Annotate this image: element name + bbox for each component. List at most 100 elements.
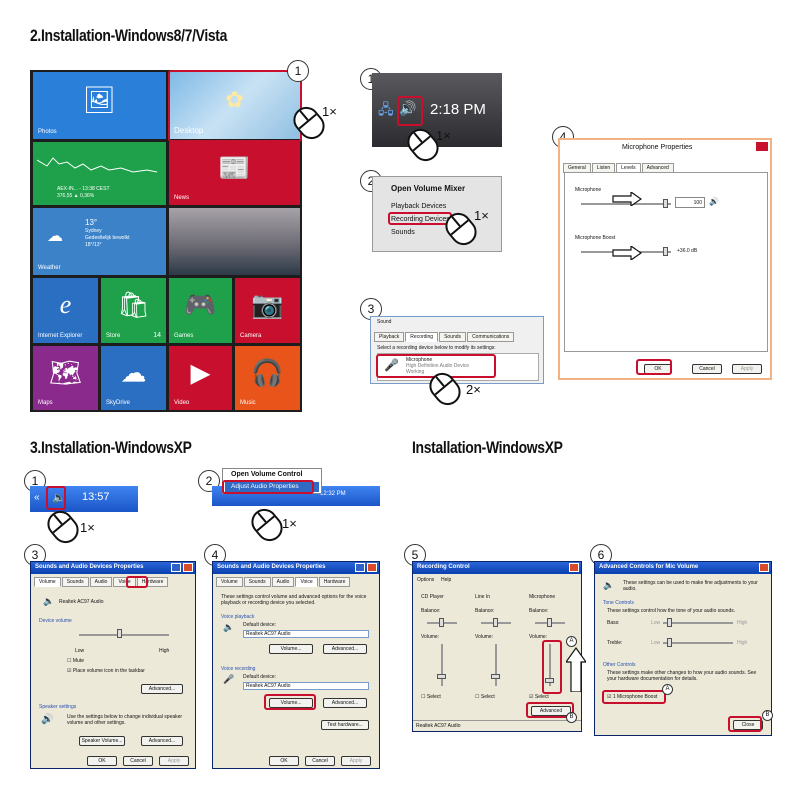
speaker-volume-button[interactable]: Speaker Volume... (79, 736, 125, 746)
tile-photos[interactable]: 🖼Photos (33, 72, 166, 139)
balance-slider[interactable] (547, 618, 552, 627)
tab-voice[interactable]: Voice (113, 577, 136, 587)
tab-hardware[interactable]: Hardware (318, 577, 351, 587)
tab-volume[interactable]: Volume (34, 577, 61, 587)
close-button[interactable]: Close (733, 720, 763, 730)
tab-hardware[interactable]: Hardware (136, 577, 169, 587)
menu-adjust-audio-properties[interactable]: Adjust Audio Properties (231, 483, 299, 490)
microphone-boost-checkbox[interactable]: ☑ 1 Microphone Boost (607, 694, 658, 700)
help-icon[interactable] (355, 563, 365, 572)
ok-button[interactable]: OK (269, 756, 299, 766)
tile-maps[interactable]: 🗺Maps (33, 346, 98, 410)
balance-slider[interactable] (439, 618, 444, 627)
tab-communications[interactable]: Communications (467, 332, 515, 342)
microphone-volume-slider[interactable] (545, 678, 554, 683)
close-icon[interactable] (569, 563, 579, 572)
apply-button[interactable]: Apply (341, 756, 371, 766)
test-hardware-button[interactable]: Test hardware... (321, 720, 369, 730)
microphone-boost-slider[interactable] (663, 247, 668, 256)
step-number: 5 (404, 544, 426, 566)
newspaper-icon: 📰 (218, 152, 251, 183)
menu-help[interactable]: Help (441, 577, 452, 583)
help-icon[interactable] (171, 563, 181, 572)
menu-playback-devices[interactable]: Playback Devices (391, 203, 447, 210)
tile-weather[interactable]: ☁ 13° Sydney Gedeeltelijk bewolkt 18°/13… (33, 208, 166, 275)
headphones-icon: 🎧 (251, 357, 284, 388)
tab-voice[interactable]: Voice (295, 577, 318, 587)
recording-volume-button[interactable]: Volume... (269, 698, 313, 708)
tile-music[interactable]: 🎧Music (235, 346, 300, 410)
tab-audio[interactable]: Audio (271, 577, 295, 587)
tile-finance[interactable]: AEX-IN... - 13:38 CEST 376,55 ▲ 0,36% (33, 142, 166, 205)
advanced-button[interactable]: Advanced... (141, 736, 183, 746)
advanced-button[interactable]: Advanced (531, 706, 571, 716)
speaker-icon[interactable]: 🔊 (399, 100, 417, 116)
apply-button[interactable]: Apply (732, 364, 762, 374)
click-count: 1× (322, 104, 337, 119)
tile-desktop[interactable]: ✿Desktop (169, 72, 300, 139)
ok-button[interactable]: OK (87, 756, 117, 766)
highlight-mic-volume (542, 640, 562, 694)
tile-news[interactable]: 📰News (169, 142, 300, 205)
menu-recording-devices[interactable]: Recording Devices (391, 216, 450, 223)
volume-button[interactable]: Volume... (269, 644, 313, 654)
tile-video[interactable]: ▶Video (169, 346, 232, 410)
advanced-button[interactable]: Advanced... (323, 698, 367, 708)
volume-context-menu: Open Volume Mixer Playback Devices Recor… (372, 176, 502, 252)
close-icon[interactable] (759, 563, 769, 572)
menu-options[interactable]: Options (417, 577, 435, 583)
select-checkbox[interactable]: ☐ Select (421, 694, 441, 700)
select-checkbox[interactable]: ☑ Select (529, 694, 549, 700)
microphone-level-slider[interactable] (663, 199, 668, 208)
stock-chart-icon (37, 157, 157, 173)
highlight-microphone-boost (602, 690, 666, 704)
menu-open-volume-control[interactable]: Open Volume Control (231, 471, 303, 478)
device-microphone[interactable]: Microphone (406, 357, 433, 363)
microphone-level-input[interactable]: 100 (675, 197, 705, 208)
close-icon[interactable] (367, 563, 377, 572)
apply-button[interactable]: Apply (159, 756, 189, 766)
marker-b: B (566, 712, 577, 723)
cancel-button[interactable]: Cancel (692, 364, 722, 374)
advanced-button[interactable]: Advanced... (141, 684, 183, 694)
mute-checkbox[interactable]: ☐ Mute (67, 658, 84, 664)
volume-slider[interactable] (437, 674, 446, 679)
close-icon[interactable] (183, 563, 193, 572)
marker-a: A (662, 684, 673, 695)
advanced-button[interactable]: Advanced... (323, 644, 367, 654)
tab-recording[interactable]: Recording (405, 332, 439, 342)
tile-camera[interactable]: 📷Camera (235, 278, 300, 343)
chevron-left-icon[interactable]: « (34, 492, 40, 503)
taskbar-icon-checkbox[interactable]: ☑ Place volume icon in the taskbar (67, 668, 145, 674)
playback-device-select[interactable]: Realtek AC97 Audio (243, 630, 369, 638)
menu-sounds[interactable]: Sounds (391, 229, 415, 236)
volume-slider[interactable] (491, 674, 500, 679)
cancel-button[interactable]: Cancel (305, 756, 335, 766)
store-bag-icon: 🛍 (116, 289, 151, 320)
tab-sounds[interactable]: Sounds (243, 577, 271, 587)
tab-sounds[interactable]: Sounds (61, 577, 89, 587)
tab-audio[interactable]: Audio (89, 577, 113, 587)
recording-device-select[interactable]: Realtek AC97 Audio (243, 682, 369, 690)
bass-slider[interactable] (667, 618, 672, 627)
speaker-icon[interactable]: 🔊 (709, 197, 719, 206)
tile-games[interactable]: 🎮Games (169, 278, 232, 343)
menu-open-volume-mixer[interactable]: Open Volume Mixer (391, 184, 466, 193)
tab-sounds[interactable]: Sounds (439, 332, 467, 342)
highlight-speaker (397, 96, 423, 126)
cancel-button[interactable]: Cancel (123, 756, 153, 766)
speaker-icon[interactable]: 🔈 (52, 492, 66, 504)
device-volume-slider[interactable] (117, 629, 122, 638)
close-icon[interactable] (756, 142, 768, 151)
tab-volume[interactable]: Volume (216, 577, 243, 587)
xp-taskbar-tray: « 🔈 13:57 (30, 486, 138, 512)
select-checkbox[interactable]: ☐ Select (475, 694, 495, 700)
tile-skydrive[interactable]: ☁SkyDrive (101, 346, 166, 410)
treble-slider[interactable] (667, 638, 672, 647)
tile-landscape-photo[interactable] (169, 208, 300, 275)
tab-playback[interactable]: Playback (374, 332, 405, 342)
xp-sound-properties-volume: Sounds and Audio Devices Properties Volu… (30, 561, 196, 769)
balance-slider[interactable] (493, 618, 498, 627)
